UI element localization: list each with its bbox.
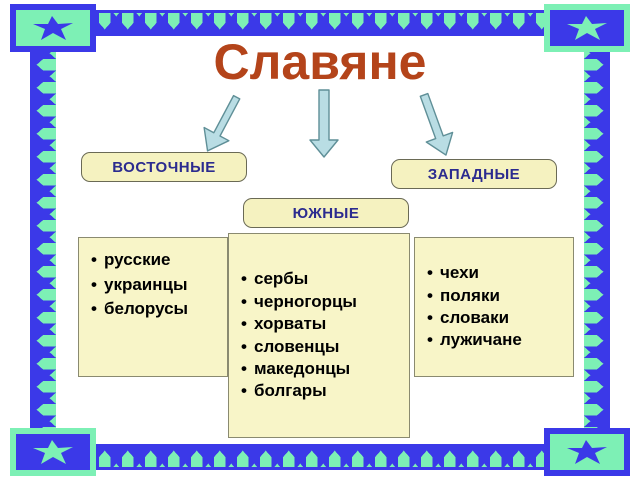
corner-inner-bottom-left xyxy=(16,434,90,470)
corner-inner-bottom-right xyxy=(550,434,624,470)
category-label-west[interactable]: ЗАПАДНЫЕ xyxy=(391,159,557,189)
list-item: лужичане xyxy=(427,329,522,351)
group-list-west: чехи поляки словаки лужичане xyxy=(427,262,522,352)
arrow-down-right-icon xyxy=(404,90,466,165)
category-label-east[interactable]: ВОСТОЧНЫЕ xyxy=(81,152,247,182)
list-item: русские xyxy=(91,248,215,273)
list-item: словенцы xyxy=(241,336,357,358)
group-list-south: сербы черногорцы хорваты словенцы македо… xyxy=(241,268,357,403)
list-item: поляки xyxy=(427,285,522,307)
arrow-down-left-icon xyxy=(188,90,250,161)
star-icon xyxy=(564,438,610,466)
corner-badge-bottom-left xyxy=(10,428,96,476)
group-list-east: русские украинцы белорусы xyxy=(91,248,215,322)
star-icon xyxy=(30,14,76,42)
group-box-south: сербы черногорцы хорваты словенцы македо… xyxy=(228,233,410,438)
page-title: Славяне xyxy=(213,34,427,90)
list-item: белорусы xyxy=(91,297,215,322)
list-item: украинцы xyxy=(91,273,215,298)
corner-inner-top-right xyxy=(550,10,624,46)
list-item: сербы xyxy=(241,268,357,290)
frame-edge-top xyxy=(30,10,610,13)
list-item: чехи xyxy=(427,262,522,284)
frame-border-right xyxy=(584,36,610,444)
frame-border-bottom xyxy=(30,444,610,470)
list-item: словаки xyxy=(427,307,522,329)
frame-border-left xyxy=(30,36,56,444)
frame-edge-left xyxy=(30,36,33,444)
corner-badge-top-right xyxy=(544,4,630,52)
group-box-east: русские украинцы белорусы xyxy=(78,237,228,377)
frame-edge-right xyxy=(607,36,610,444)
group-box-west: чехи поляки словаки лужичане xyxy=(414,237,574,377)
corner-badge-top-left xyxy=(10,4,96,52)
corner-badge-bottom-right xyxy=(544,428,630,476)
corner-inner-top-left xyxy=(16,10,90,46)
frame-border-top xyxy=(30,10,610,36)
star-icon xyxy=(30,438,76,466)
list-item: македонцы xyxy=(241,358,357,380)
category-label-south[interactable]: ЮЖНЫЕ xyxy=(243,198,409,228)
list-item: болгары xyxy=(241,380,357,402)
star-icon xyxy=(564,14,610,42)
frame-edge-bottom xyxy=(30,467,610,470)
arrow-down-icon xyxy=(305,88,343,165)
list-item: хорваты xyxy=(241,313,357,335)
list-item: черногорцы xyxy=(241,291,357,313)
